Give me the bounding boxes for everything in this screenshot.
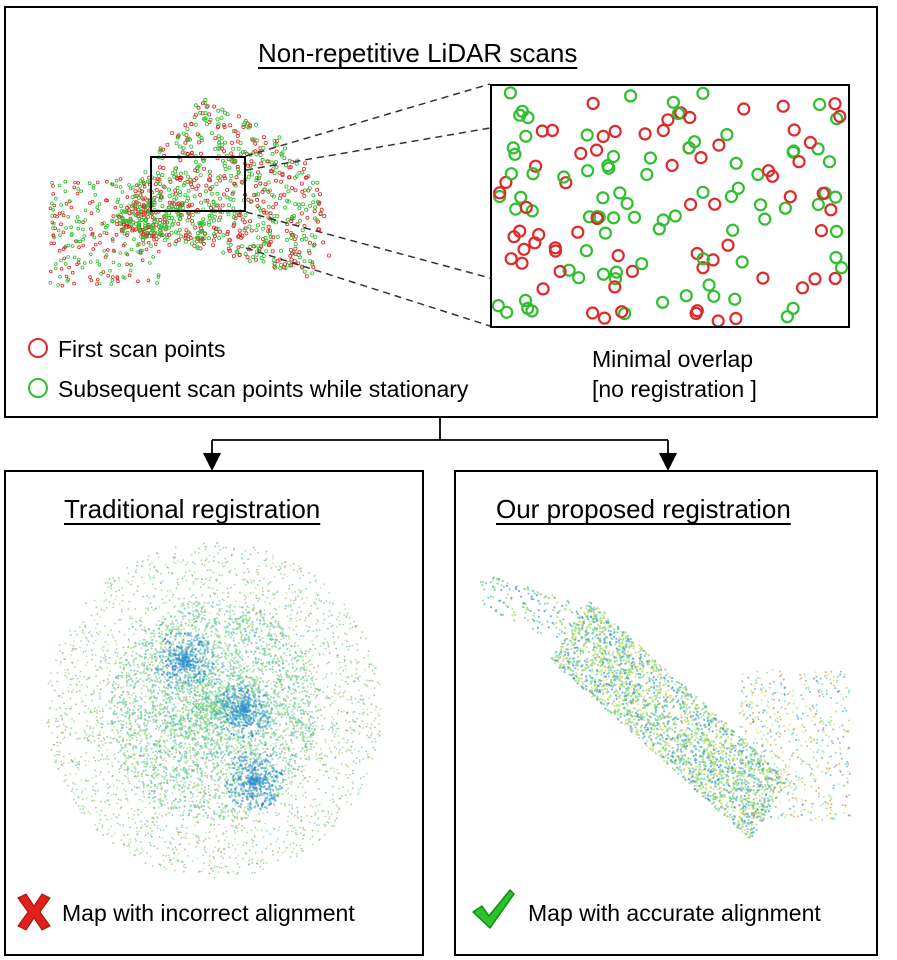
traditional-map-image <box>46 542 382 879</box>
legend-first-scan: First scan points <box>58 336 226 362</box>
overview-point-cloud <box>48 97 331 288</box>
green-circle-icon <box>28 378 48 398</box>
overlap-note-line2: [no registration ] <box>592 376 757 402</box>
check-icon <box>472 889 515 929</box>
legend-subsequent-scan: Subsequent scan points while stationary <box>58 376 469 402</box>
proposed-panel: Our proposed registration Map with accur… <box>454 470 878 956</box>
zoom-inset <box>490 84 850 328</box>
zoom-point-cloud <box>492 86 848 326</box>
traditional-title: Traditional registration <box>64 494 321 524</box>
proposed-map-image <box>479 576 851 840</box>
traditional-panel: Traditional registration Map with incorr… <box>4 470 424 956</box>
overlap-note-line1: Minimal overlap <box>592 346 754 372</box>
top-panel: Non-repetitive LiDAR scans First scan po… <box>4 6 878 418</box>
proposed-caption: Map with accurate alignment <box>528 900 821 926</box>
top-title: Non-repetitive LiDAR scans <box>258 38 578 68</box>
zoom-connector-lines <box>245 83 491 327</box>
traditional-caption: Map with incorrect alignment <box>62 900 355 926</box>
proposed-title: Our proposed registration <box>496 494 791 524</box>
cross-icon <box>17 893 51 931</box>
selection-box <box>150 156 246 212</box>
red-circle-icon <box>28 338 48 358</box>
